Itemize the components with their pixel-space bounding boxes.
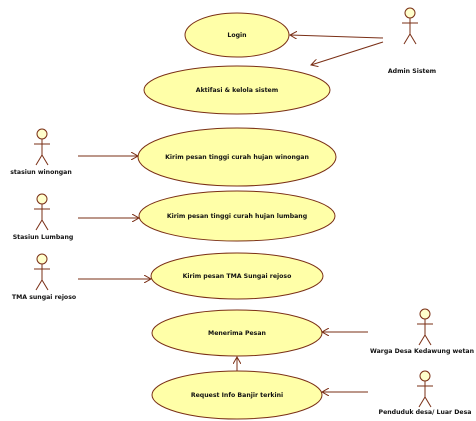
use-case-label: Aktifasi & kelola sistem	[196, 87, 278, 94]
uc-login: Login	[184, 12, 290, 58]
actor-admin: Admin Sistem	[388, 7, 436, 75]
actor-label: stasiun winongan	[10, 169, 72, 176]
actor-stick-figure-icon	[402, 7, 418, 45]
actor-stick-figure-icon	[34, 253, 50, 291]
use-case-ellipse	[151, 370, 323, 420]
uc-request: Request Info Banjir terkini	[151, 370, 323, 420]
actor-label: Admin Sistem	[388, 68, 436, 75]
actor-stick-figure-icon	[34, 193, 50, 231]
actor-tma: TMA sungai rejoso	[12, 253, 76, 301]
use-case-ellipse	[150, 252, 324, 300]
use-case-ellipse	[137, 127, 337, 187]
use-case-label: Login	[227, 32, 246, 39]
actor-penduduk: Penduduk desa/ Luar Desa	[379, 370, 472, 416]
use-case-label: Kirim pesan tinggi curah hujan winongan	[165, 154, 309, 161]
association-line	[311, 41, 384, 65]
uc-aktifasi: Aktifasi & kelola sistem	[143, 65, 331, 115]
uc-kirim-lumbang: Kirim pesan tinggi curah hujan lumbang	[138, 190, 336, 242]
actor-label: Penduduk desa/ Luar Desa	[379, 409, 472, 416]
use-case-ellipse	[184, 12, 290, 58]
use-case-label: Request Info Banjir terkini	[191, 392, 283, 399]
uc-kirim-tma: Kirim pesan TMA Sungai rejoso	[150, 252, 324, 300]
use-case-ellipse	[138, 190, 336, 242]
actor-lumbang: Stasiun Lumbang	[13, 193, 74, 241]
actor-stick-figure-icon	[34, 128, 50, 166]
actor-winongan: stasiun winongan	[10, 128, 72, 176]
actor-stick-figure-icon	[417, 308, 433, 346]
actor-label: Stasiun Lumbang	[13, 234, 74, 241]
associations	[78, 35, 384, 392]
use-case-ellipse	[151, 309, 323, 357]
use-case-label: Menerima Pesan	[208, 330, 266, 337]
association-line	[290, 35, 384, 38]
uc-menerima: Menerima Pesan	[151, 309, 323, 357]
actor-stick-figure-icon	[417, 370, 433, 408]
actor-label: TMA sungai rejoso	[12, 294, 76, 301]
uc-kirim-winongan: Kirim pesan tinggi curah hujan winongan	[137, 127, 337, 187]
use-case-label: Kirim pesan TMA Sungai rejoso	[183, 273, 292, 280]
use-case-label: Kirim pesan tinggi curah hujan lumbang	[167, 213, 307, 220]
use-case-ellipse	[143, 65, 331, 115]
actor-warga: Warga Desa Kedawung wetan	[370, 308, 474, 355]
actor-label: Warga Desa Kedawung wetan	[370, 348, 474, 355]
